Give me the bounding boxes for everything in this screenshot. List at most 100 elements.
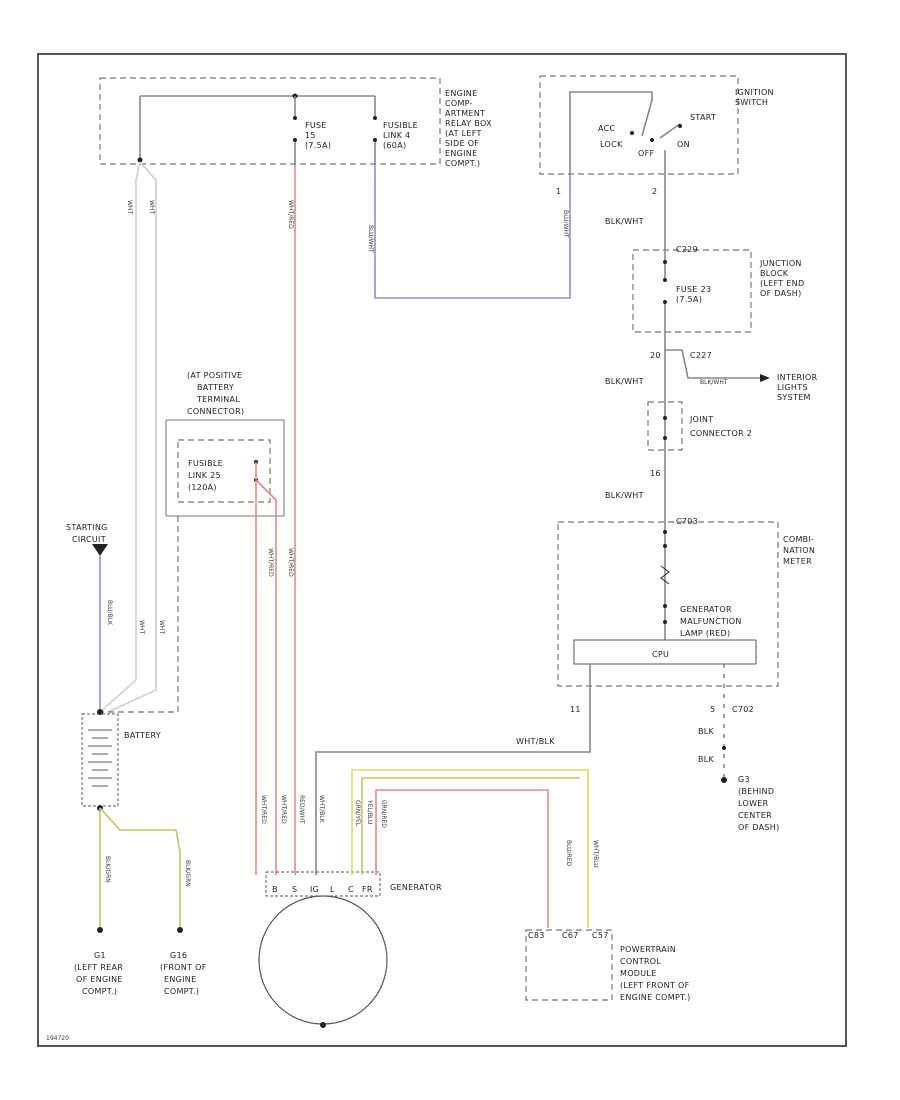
meter-terminal [663,604,667,608]
svg-text:(LEFT REAR: (LEFT REAR [74,963,123,972]
svg-text:STARTING: STARTING [66,523,108,532]
wire-label-yelblu: YEL/BLU [366,799,373,824]
wire-label-whtred-3: WHT/RED [260,795,267,824]
fuse-terminal [293,138,297,142]
fusible-link-25-outline [177,439,271,503]
svg-text:NATION: NATION [783,546,815,555]
connector-c703: C703 [676,517,698,526]
ground-icon [177,927,183,933]
wire-label-blk-2: BLK [698,755,715,764]
svg-text:ENGINE: ENGINE [164,975,196,984]
switch-off-label: OFF [638,149,654,158]
wire-interior-lights [665,349,760,379]
wire-label-blk-1: BLK [698,727,715,736]
fuse-terminal [373,138,377,142]
generator-terminals: B S IG L C FR [272,885,373,894]
battery-positive [97,709,103,715]
connector-c702: C702 [732,705,754,714]
positive-terminal-outline [165,419,285,517]
svg-text:ENGINE COMPT.): ENGINE COMPT.) [620,993,691,1002]
arrow-icon [760,374,770,382]
pin-5: 5 [710,705,715,714]
svg-text:FUSIBLE: FUSIBLE [383,121,418,130]
joint-connector-outline [647,401,683,451]
fusible-link-25-label: FUSIBLE LINK 25 (120A) [188,459,223,492]
svg-text:C83: C83 [528,931,545,940]
ground-icon [97,927,103,933]
ground-wire-g16 [99,807,181,928]
switch-lock-label: LOCK [600,140,623,149]
wire-label-grnred: GRN/RED [380,800,387,828]
svg-text:LINK 4: LINK 4 [383,131,410,140]
ignition-feed [569,91,653,176]
interior-lights-label: INTERIOR LIGHTS SYSTEM [777,373,818,402]
splice-dot [722,746,726,750]
svg-text:ARTMENT: ARTMENT [445,109,485,118]
switch-acc-label: ACC [598,124,616,133]
wire-label-blkwht-2: BLK/WHT [605,377,644,386]
generator-malfunction-label: GENERATOR MALFUNCTION LAMP (RED) [680,605,742,638]
svg-text:L: L [330,885,335,894]
wire-label-wht-3: WHT [138,620,145,634]
fuse-terminal [663,260,667,264]
svg-text:G16: G16 [170,951,187,960]
svg-text:(120A): (120A) [188,483,217,492]
ground-g1-label: G1 (LEFT REAR OF ENGINE COMPT.) [74,951,123,996]
svg-text:CONNECTOR 2: CONNECTOR 2 [690,429,752,438]
pin-2: 2 [652,187,657,196]
wire-label-whtblk-gen: WHT/BLK [318,795,325,824]
svg-text:CIRCUIT: CIRCUIT [72,535,106,544]
wire-label-whtblu: WHT/BLU [592,840,599,868]
fuse-terminal [663,300,667,304]
svg-text:LIGHTS: LIGHTS [777,383,808,392]
svg-text:OF ENGINE: OF ENGINE [76,975,123,984]
svg-text:LINK 25: LINK 25 [188,471,221,480]
wire-label-whtred-1: WHT/RED [267,548,274,577]
pin-16: 16 [650,469,661,478]
meter-terminal [663,620,667,624]
joint-terminal [663,436,667,440]
wire-label-interior: BLK/WHT [700,379,728,386]
switch-contact [650,138,654,142]
red-wire-fl25 [255,479,277,875]
fuse-terminal [663,278,667,282]
cpu-box [573,639,757,665]
combination-meter-label: COMBI- NATION METER [783,535,815,566]
ground-icon [721,777,727,783]
svg-text:RELAY BOX: RELAY BOX [445,119,492,128]
g3-ground-label: G3 (BEHIND LOWER CENTER OF DASH) [738,775,779,832]
svg-text:INTERIOR: INTERIOR [777,373,818,382]
svg-text:COMPT.): COMPT.) [164,987,199,996]
svg-text:FUSE 23: FUSE 23 [676,285,711,294]
positive-terminal-label: (AT POSITIVE BATTERY TERMINAL CONNECTOR) [187,371,244,416]
wire-label-blkwht-3: BLK/WHT [605,491,644,500]
junction-block-label: JUNCTION BLOCK (LEFT END OF DASH) [759,259,804,298]
wire-label-blkgrn-1: BLK/GRN [104,856,111,883]
connector-c229: C229 [676,245,698,254]
svg-text:METER: METER [783,557,812,566]
joint-terminal [663,416,667,420]
svg-text:FUSIBLE: FUSIBLE [188,459,223,468]
svg-text:(7.5A): (7.5A) [676,295,702,304]
wire-label-blured: BLU/RED [565,840,572,867]
svg-text:(FRONT OF: (FRONT OF [160,963,207,972]
svg-text:MALFUNCTION: MALFUNCTION [680,617,742,626]
cpu-label: CPU [652,650,669,659]
svg-text:IG: IG [310,885,319,894]
wire-label-grnyel: GRN/YEL [354,800,361,827]
svg-text:C67: C67 [562,931,579,940]
fuse-terminal [293,116,297,120]
wire-label-whtred-4: WHT/RED [280,795,287,824]
svg-text:LAMP (RED): LAMP (RED) [680,629,730,638]
wire-label-whtblk: WHT/BLK [516,737,555,746]
svg-text:CONTROL: CONTROL [620,957,661,966]
svg-text:IGNITION: IGNITION [735,88,774,97]
svg-text:GENERATOR: GENERATOR [680,605,732,614]
blue-wire-fl4-ignition [374,165,571,299]
white-wire-1 [107,161,157,713]
figure-id: 194720 [46,1035,69,1042]
battery-outline [81,713,119,807]
wire-label-blkwht-1: BLK/WHT [605,217,644,226]
svg-text:G1: G1 [94,951,106,960]
